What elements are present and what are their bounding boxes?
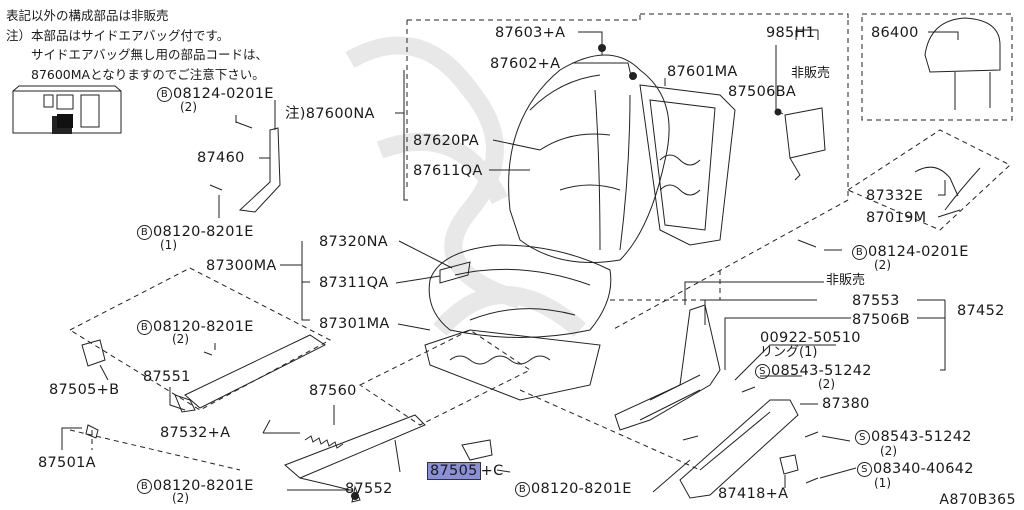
screw-symbol: S (857, 462, 872, 477)
callout-87552: 87552 (345, 481, 393, 497)
screw-symbol: S (855, 430, 870, 445)
callout-87320NA: 87320NA (319, 234, 388, 250)
qty-08543-b: (2) (880, 444, 897, 458)
callout-87602A: 87602+A (490, 56, 561, 72)
callout-87332E: 87332E (866, 188, 924, 204)
callout-87620PA: 87620PA (413, 133, 479, 149)
qty-08340: (1) (874, 476, 891, 490)
callout-87553: 87553 (852, 293, 900, 309)
qty-08120-b: (2) (172, 332, 189, 346)
note-line-1: 表記以外の構成部品は非販売 (6, 8, 169, 23)
callout-87532A: 87532+A (160, 425, 231, 441)
qty-08124-top: (2) (180, 100, 197, 114)
callout-87501A: 87501A (38, 455, 96, 471)
callout-87019M: 87019M (866, 210, 927, 226)
watermark-emblem (345, 36, 586, 337)
diagram-code: A870B365 (939, 492, 1016, 508)
callout-87452: 87452 (957, 303, 1005, 319)
callout-87380: 87380 (822, 396, 870, 412)
callout-87300MA: 87300MA (206, 258, 277, 274)
bolt-symbol: B (515, 482, 530, 497)
callout-87506BA: 87506BA (728, 84, 797, 100)
notes-block: 表記以外の構成部品は非販売 注）本部品はサイドエアバッグ付です。 サイドエアバッ… (6, 6, 268, 84)
screw-symbol: S (755, 364, 770, 379)
not-for-sale-top: 非販売 (791, 66, 831, 81)
callout-87301MA: 87301MA (319, 316, 390, 332)
highlighted-part-number[interactable]: 87505 (427, 462, 481, 480)
callout-87505C: 87505+C (427, 462, 504, 480)
qty-08543-a: (2) (818, 377, 835, 391)
ring-note: リング(1) (760, 345, 818, 360)
callout-87506B: 87506B (852, 312, 910, 328)
note-line-3: サイドエアバッグ無し用の部品コードは、 (6, 47, 269, 62)
qty-08120-c: (2) (172, 491, 189, 505)
callout-985H1: 985H1 (766, 25, 816, 41)
bolt-symbol: B (137, 320, 152, 335)
callout-00922-50510: 00922-50510 (760, 330, 861, 346)
vehicle-locator-icon (12, 85, 122, 134)
callout-87418A: 87418+A (718, 486, 789, 502)
qty-08124-right: (2) (874, 258, 891, 272)
bolt-symbol: B (852, 245, 867, 260)
bolt-symbol: B (137, 479, 152, 494)
bolt-symbol: B (137, 225, 152, 240)
callout-87551: 87551 (143, 369, 191, 385)
callout-86400: 86400 (871, 25, 919, 41)
qty-08120-a: (1) (160, 238, 177, 252)
callout-87505B: 87505+B (49, 382, 120, 398)
callout-87311QA: 87311QA (319, 275, 389, 291)
note-line-4: 87600MAとなりますのでご注意下さい。 (6, 66, 265, 82)
callout-87560: 87560 (309, 383, 357, 399)
callout-87460: 87460 (197, 150, 245, 166)
not-for-sale-mid: 非販売 (826, 273, 866, 288)
bolt-symbol: B (157, 87, 172, 102)
callout-87600NA: 注)87600NA (285, 106, 375, 122)
note-line-2: 注）本部品はサイドエアバッグ付です。 (6, 27, 230, 43)
callout-87601MA: 87601MA (667, 64, 738, 80)
callout-87611QA: 87611QA (413, 163, 483, 179)
callout-87603A: 87603+A (495, 25, 566, 41)
